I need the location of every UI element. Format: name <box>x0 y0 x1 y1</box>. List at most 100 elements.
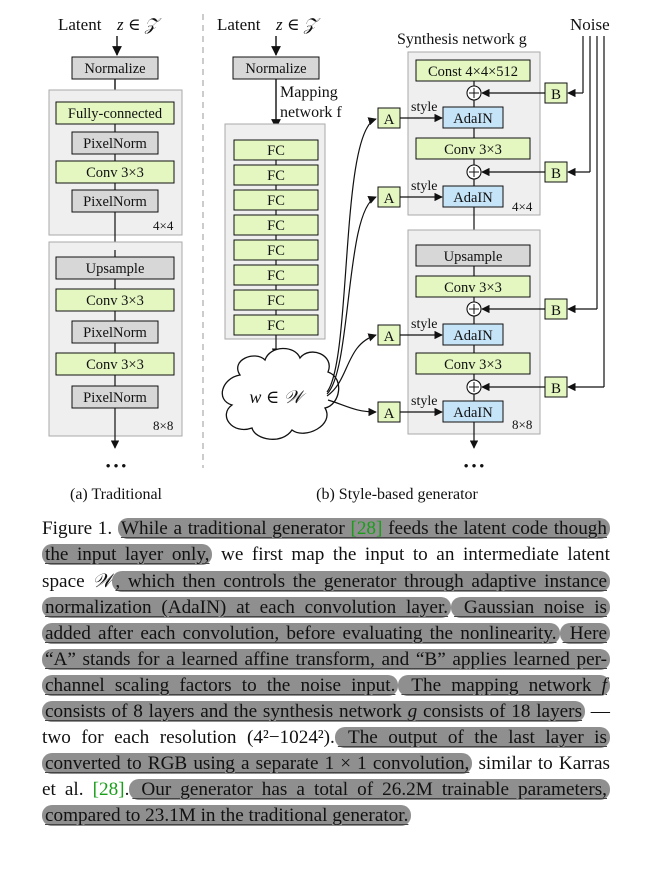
fc-block-2 <box>233 164 319 186</box>
caption-s8a: similar to Karras et al. <box>42 753 610 800</box>
trad-fc-block <box>55 101 175 125</box>
affine-a-label-1: A <box>384 112 395 128</box>
trad-pixelnorm-1 <box>71 131 159 155</box>
trad-pixelnorm-3-label: PixelNorm <box>83 325 147 341</box>
fc-stack: FC FC FC FC FC FC FC FC <box>233 139 319 336</box>
caption-s5a: The mapping network <box>401 675 602 696</box>
upsample-label: Upsample <box>444 249 503 265</box>
caption-s2a: we first map the input to an intermediat… <box>42 544 610 592</box>
noise-scale-b-label-4: B <box>551 381 561 397</box>
synthesis-conv-label-3: Conv 3×3 <box>444 280 502 296</box>
sb-normalize-label: Normalize <box>245 61 306 77</box>
fc-label-2: FC <box>267 168 285 184</box>
caption-s6: — two for each resolution (4²−1024²). <box>42 701 610 748</box>
adain-label-3: AdaIN <box>453 328 493 344</box>
synthesis-res-4x4: 4×4 <box>512 199 533 214</box>
affine-a-label-3: A <box>384 329 395 345</box>
figure-caption: Figure 1. While a traditional generator … <box>42 516 611 829</box>
fc-label-5: FC <box>267 243 285 259</box>
caption-s1a: While a traditional generator <box>120 518 351 539</box>
synthesis-conv-2 <box>415 137 531 160</box>
fc-label-4: FC <box>267 218 285 234</box>
trad-conv-2 <box>55 288 175 312</box>
fc-label-6: FC <box>267 268 285 284</box>
fc-block-1 <box>233 139 319 161</box>
mapping-f-symbol: f <box>601 675 607 696</box>
trad-conv-2-label: Conv 3×3 <box>86 293 144 309</box>
sb-ellipsis: • • • <box>464 458 485 473</box>
trad-subcaption: (a) Traditional <box>70 486 163 503</box>
synthesis-conv-label-4: Conv 3×3 <box>444 357 502 373</box>
fc-block-4 <box>233 214 319 236</box>
synthesis-network-label: Synthesis network g <box>397 31 527 48</box>
fc-block-6 <box>233 264 319 286</box>
trad-pixelnorm-3 <box>71 320 159 344</box>
caption-s1b: feeds the latent code though the input l… <box>45 518 607 565</box>
trad-conv-1-label: Conv 3×3 <box>86 165 144 181</box>
sb-latent-label: Latent <box>217 15 261 34</box>
trad-pixelnorm-4 <box>71 385 159 409</box>
trad-res-4x4: 4×4 <box>153 218 174 233</box>
upsample-block <box>415 244 531 267</box>
fc-label-3: FC <box>267 193 285 209</box>
adain-block-1 <box>442 106 504 129</box>
trad-conv-1 <box>55 160 175 184</box>
citation-28-second[interactable]: [28] <box>92 779 125 800</box>
w-space-symbol: 𝒲 <box>92 569 113 592</box>
trad-pixelnorm-2-label: PixelNorm <box>83 194 147 210</box>
adain-block-4 <box>442 400 504 423</box>
affine-a-label-4: A <box>384 406 395 422</box>
fc-block-7 <box>233 289 319 311</box>
style-label-4: style <box>411 394 437 409</box>
synthesis-res-8x8: 8×8 <box>512 417 532 432</box>
trad-upsample-label: Upsample <box>86 261 145 277</box>
synthesis-conv-4 <box>415 352 531 375</box>
synthesis-conv-3 <box>415 275 531 298</box>
trad-pixelnorm-1-label: PixelNorm <box>83 136 147 152</box>
caption-s5b: consists of 8 layers and the synthesis n… <box>45 701 408 722</box>
architecture-diagram: Latent z ∈ 𝒵 Normalize Fully-connected P… <box>48 14 610 503</box>
style-based-generator: Latent z ∈ 𝒵 Normalize Mapping network f… <box>217 15 610 503</box>
w-latent-label: w ∈ 𝒲 <box>249 387 306 407</box>
trad-latent-label: Latent <box>58 15 102 34</box>
fc-block-8 <box>233 314 319 336</box>
fc-label-7: FC <box>267 293 285 309</box>
style-label-1: style <box>411 100 437 115</box>
trad-latent-math: z ∈ 𝒵 <box>116 15 162 34</box>
sb-subcaption: (b) Style-based generator <box>316 486 478 503</box>
mapping-network-label-1: Mapping <box>280 84 338 101</box>
noise-scale-b-label-2: B <box>551 166 561 182</box>
trad-upsample <box>55 256 175 280</box>
noise-scale-b-label-3: B <box>551 303 561 319</box>
fc-block-5 <box>233 239 319 261</box>
style-label-3: style <box>411 317 437 332</box>
const-label: Const 4×4×512 <box>428 64 518 80</box>
figure-label: Figure 1. <box>42 518 113 539</box>
trad-normalize-label: Normalize <box>84 61 145 77</box>
citation-28[interactable]: [28] <box>350 518 383 539</box>
adain-label-4: AdaIN <box>453 405 493 421</box>
trad-conv-3 <box>55 352 175 376</box>
mapping-network-label-2: network f <box>280 104 342 121</box>
style-label-2: style <box>411 179 437 194</box>
fc-block-3 <box>233 189 319 211</box>
const-block <box>415 59 531 82</box>
trad-ellipsis: • • • <box>106 458 127 473</box>
noise-label: Noise <box>570 15 610 34</box>
noise-scale-b-label-1: B <box>551 87 561 103</box>
trad-fc-label: Fully-connected <box>68 106 163 122</box>
trad-res-8x8: 8×8 <box>153 418 173 433</box>
affine-a-label-2: A <box>384 191 395 207</box>
trad-pixelnorm-2 <box>71 189 159 213</box>
synthesis-g-symbol: g <box>407 701 418 722</box>
synthesis-conv-label-2: Conv 3×3 <box>444 142 502 158</box>
fc-label-1: FC <box>267 143 285 159</box>
adain-block-2 <box>442 185 504 208</box>
fc-label-8: FC <box>267 318 285 334</box>
adain-block-3 <box>442 323 504 346</box>
sb-latent-math: z ∈ 𝒵 <box>275 15 321 34</box>
caption-s8b: . <box>124 779 130 800</box>
traditional-generator: Latent z ∈ 𝒵 Normalize Fully-connected P… <box>48 15 183 503</box>
trad-pixelnorm-4-label: PixelNorm <box>83 390 147 406</box>
